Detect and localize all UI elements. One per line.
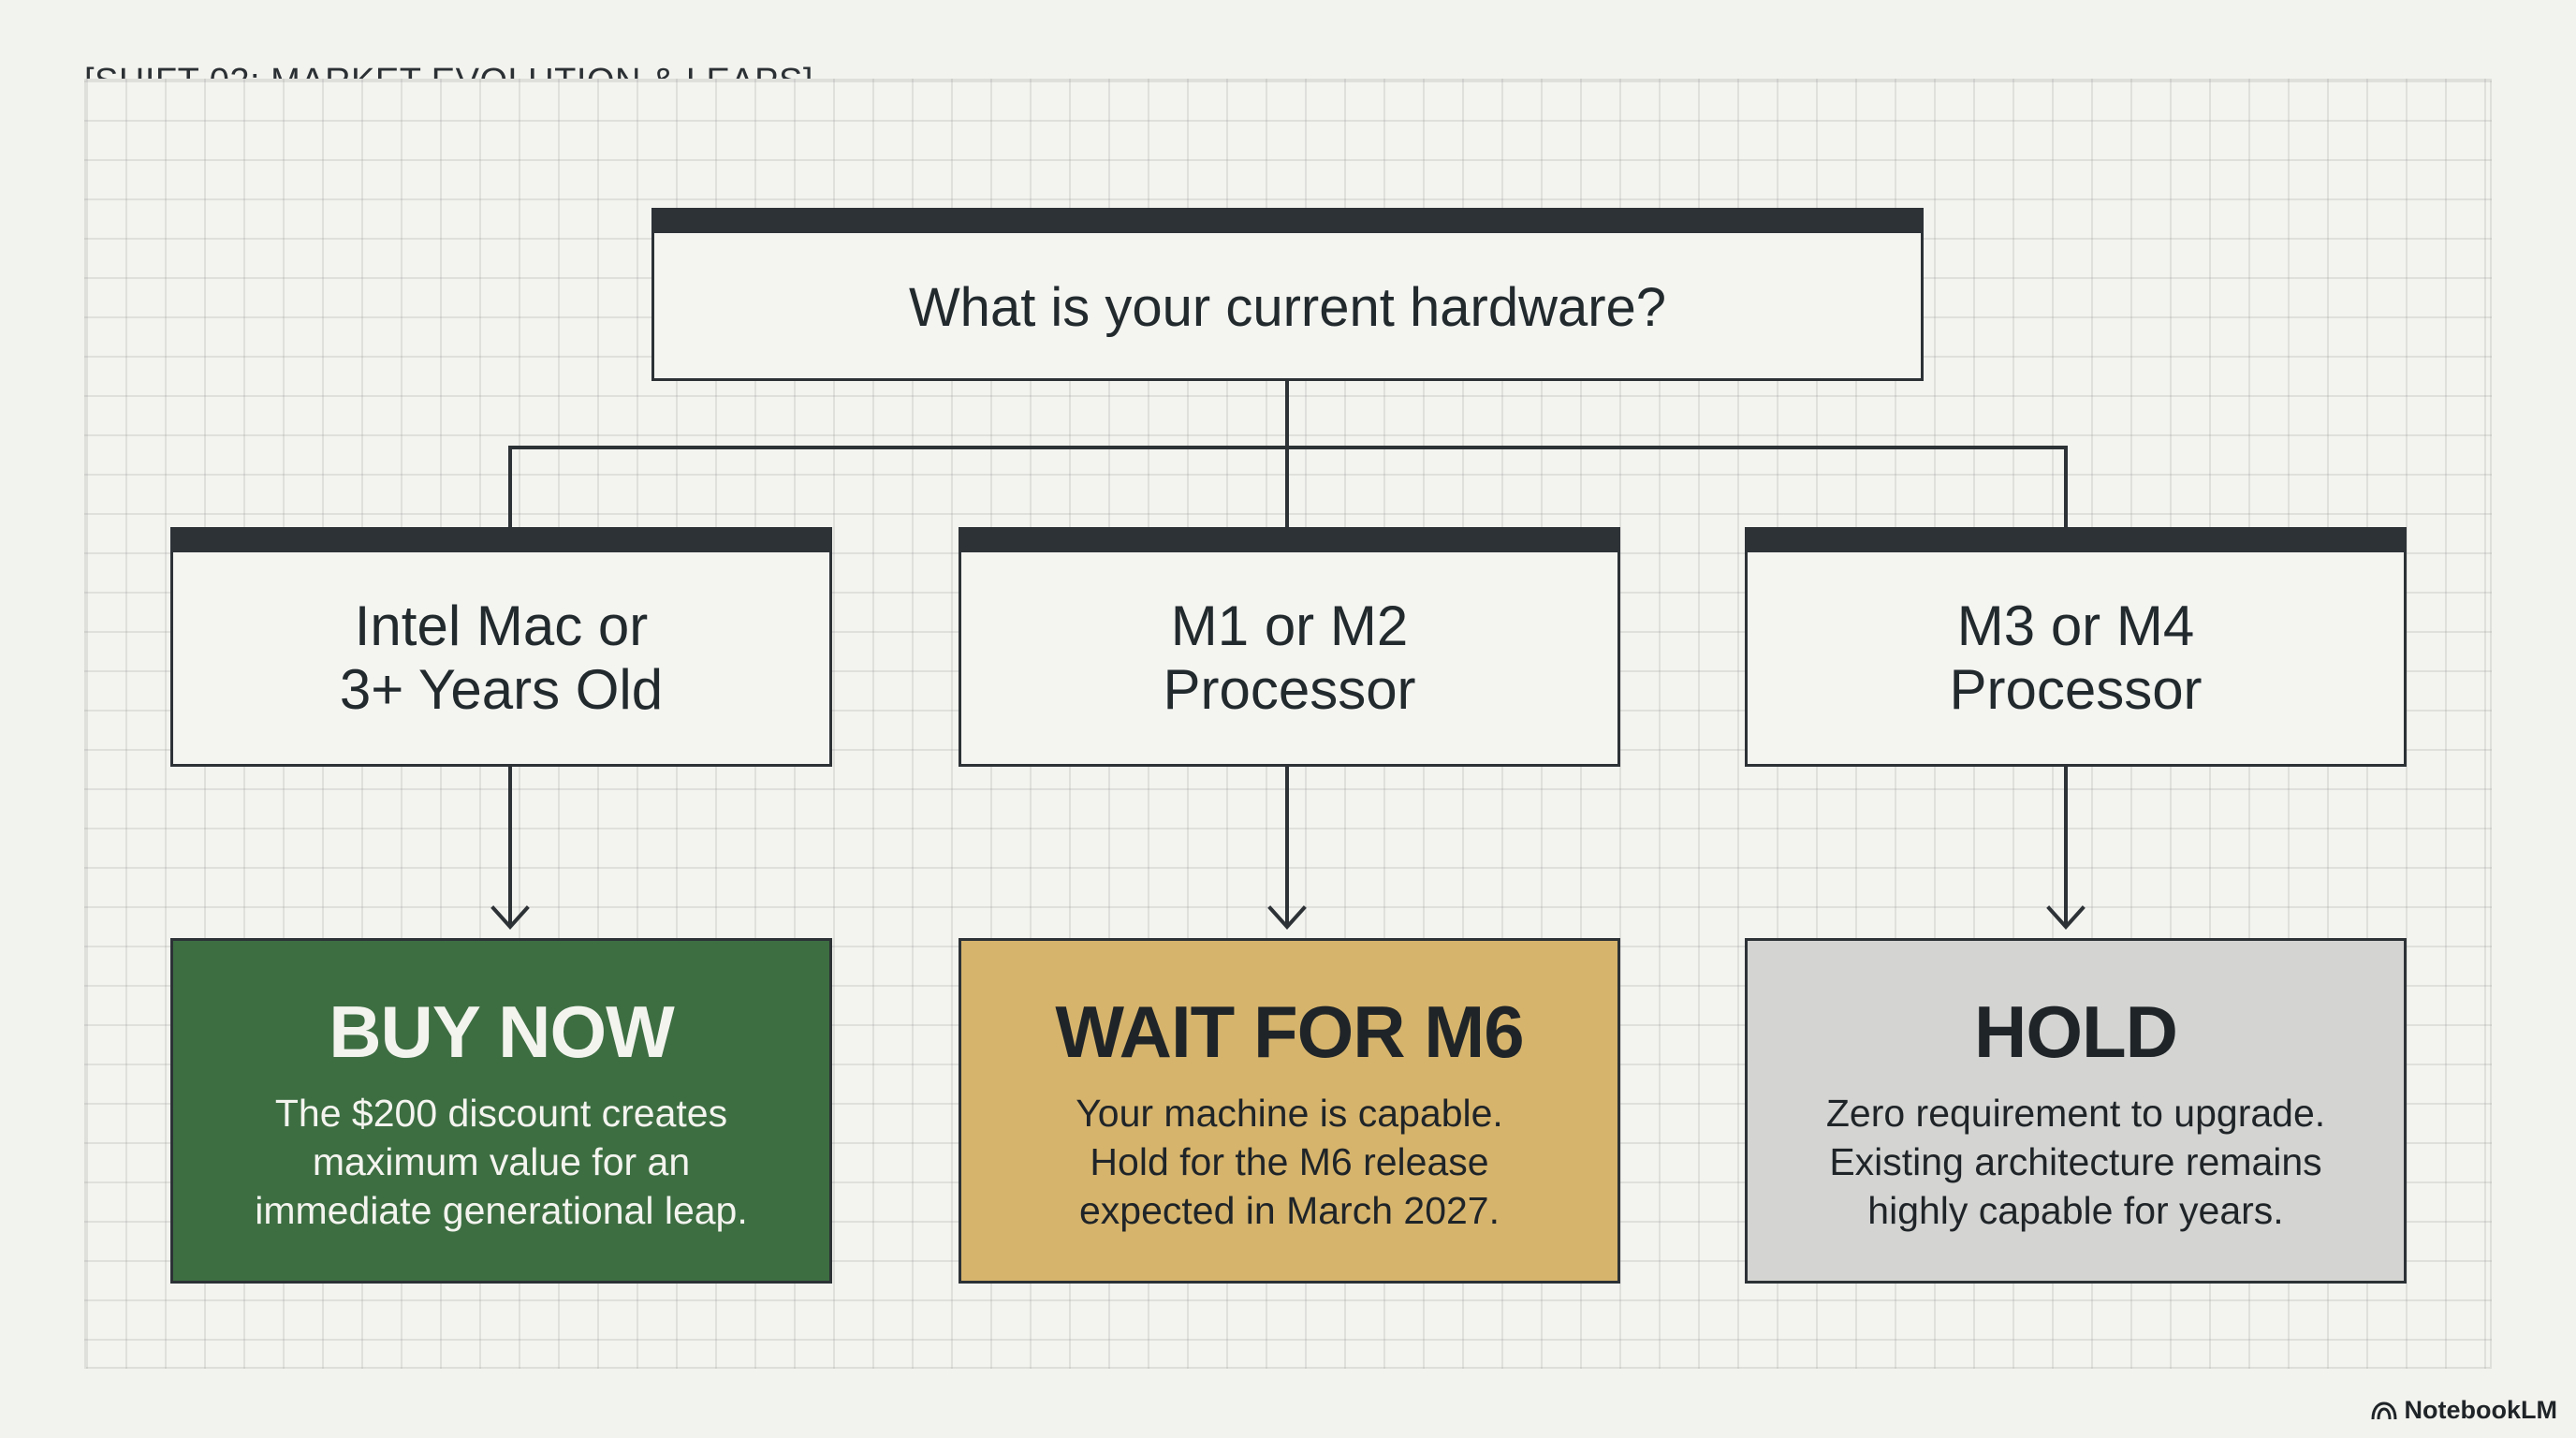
notebooklm-logo-icon (2371, 1401, 2397, 1419)
outcome-title-wait: WAIT FOR M6 (1055, 990, 1524, 1073)
outcome-wait-for-m6: WAIT FOR M6 Your machine is capable. Hol… (959, 938, 1620, 1284)
outcome-hold: HOLD Zero requirement to upgrade. Existi… (1745, 938, 2407, 1284)
notebooklm-brand: NotebookLM (2371, 1396, 2557, 1425)
branch-label-m3-m4: M3 or M4 Processor (1949, 594, 2203, 721)
question-box: What is your current hardware? (651, 208, 1924, 381)
outcome-description-hold: Zero requirement to upgrade. Existing ar… (1825, 1092, 2326, 1232)
arrowhead-center (1267, 905, 1307, 930)
branch-box-intel: Intel Mac or 3+ Years Old (170, 527, 832, 767)
branch-box-m3-m4: M3 or M4 Processor (1745, 527, 2407, 767)
brand-name: NotebookLM (2404, 1396, 2557, 1424)
outcome-description-buy-now: The $200 discount creates maximum value … (255, 1092, 748, 1232)
branch-box-m1-m2: M1 or M2 Processor (959, 527, 1620, 767)
outcome-buy-now: BUY NOW The $200 discount creates maximu… (170, 938, 832, 1284)
arrowhead-left (490, 905, 530, 930)
outcome-description-wait: Your machine is capable. Hold for the M6… (1076, 1092, 1503, 1232)
outcome-title-buy-now: BUY NOW (329, 990, 675, 1073)
arrowhead-right (2046, 905, 2086, 930)
branch-label-intel: Intel Mac or 3+ Years Old (339, 594, 664, 721)
outcome-title-hold: HOLD (1974, 990, 2178, 1073)
question-text: What is your current hardware? (908, 277, 1667, 338)
branch-label-m1-m2: M1 or M2 Processor (1163, 594, 1416, 721)
